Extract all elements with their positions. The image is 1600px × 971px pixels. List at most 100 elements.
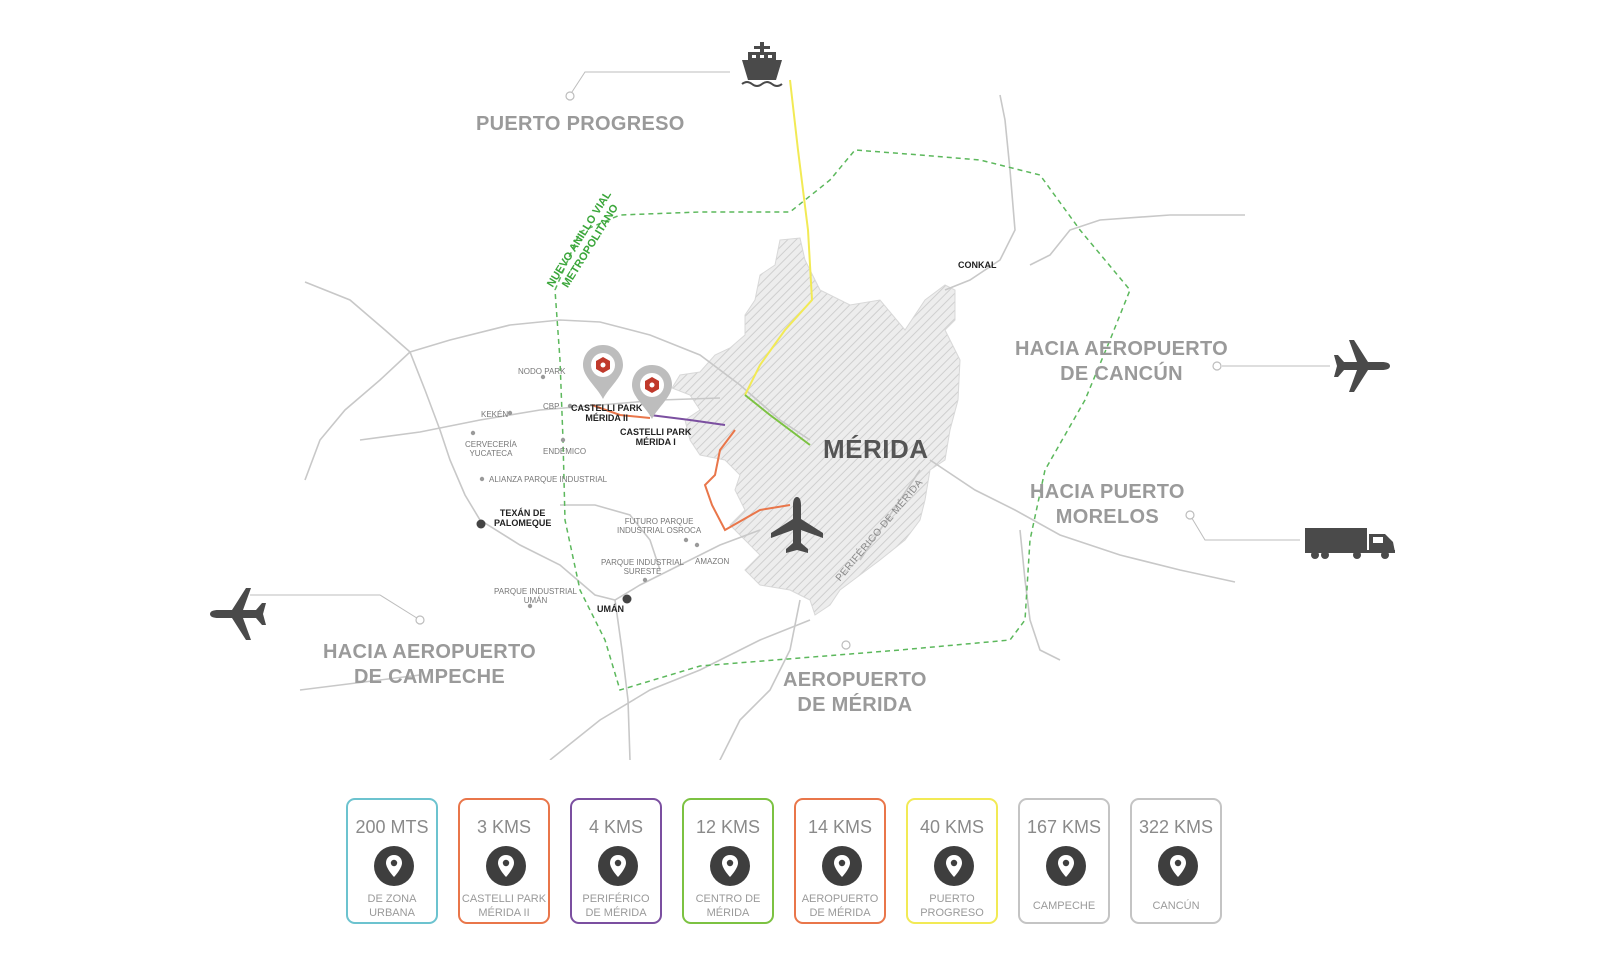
place-cbp: CBP bbox=[543, 402, 560, 411]
card-line2: DE MÉRIDA bbox=[809, 907, 871, 919]
card-distance: 322 KMS bbox=[1138, 817, 1214, 837]
card-description: CANCÚN bbox=[1132, 899, 1220, 913]
location-pin-icon bbox=[822, 846, 862, 886]
card-line1: PERIFÉRICO bbox=[582, 893, 650, 905]
location-pin-icon bbox=[486, 846, 526, 886]
label-campeche-line2: DE CAMPECHE bbox=[353, 666, 506, 688]
place-uman: UMÁN bbox=[597, 604, 624, 614]
leader-lines bbox=[250, 71, 1330, 621]
place-texan-palomeque: TEXÁN DE PALOMEQUE bbox=[494, 508, 551, 528]
card-description: CAMPECHE bbox=[1020, 899, 1108, 913]
distance-card-periferico[interactable]: 4 KMS PERIFÉRICO DE MÉRIDA bbox=[570, 798, 662, 924]
routes bbox=[591, 79, 814, 532]
route-progreso bbox=[744, 79, 814, 396]
leader-dots bbox=[415, 91, 1222, 650]
airplane-icon-campeche bbox=[210, 588, 266, 640]
place-parque-sureste: PARQUE INDUSTRIAL SURESTE bbox=[601, 558, 684, 576]
label-puerto-progreso: PUERTO PROGRESO bbox=[476, 113, 685, 135]
card-description: DE ZONA URBANA bbox=[348, 892, 436, 920]
label-hacia-puerto-morelos: HACIA PUERTO MORELOS bbox=[1030, 480, 1185, 530]
castelli-park-1-pin[interactable] bbox=[632, 365, 672, 419]
label-hacia-aeropuerto-campeche: HACIA AEROPUERTO DE CAMPECHE bbox=[323, 640, 536, 690]
road-network bbox=[299, 94, 1245, 760]
location-pin-icon bbox=[710, 846, 750, 886]
label-cp2-line1: CASTELLI PARK bbox=[571, 403, 643, 413]
label-cp1-line2: MÉRIDA I bbox=[635, 437, 676, 447]
label-aeropuerto-merida: AEROPUERTO DE MÉRIDA bbox=[783, 668, 927, 718]
card-description: CASTELLI PARK MÉRIDA II bbox=[460, 892, 548, 920]
label-morelos-line1: HACIA PUERTO bbox=[1030, 481, 1185, 503]
card-line2: MÉRIDA II bbox=[478, 907, 530, 919]
place-endemico: ENDÉMICO bbox=[543, 447, 587, 456]
card-distance: 14 KMS bbox=[807, 817, 873, 837]
ship-icon bbox=[741, 42, 783, 87]
card-line1: CENTRO DE bbox=[695, 893, 761, 905]
place-keken: KEKÉN bbox=[481, 410, 509, 419]
card-line1: DE ZONA bbox=[367, 893, 417, 905]
distance-card-castelli-park-2[interactable]: 3 KMS CASTELLI PARK MÉRIDA II bbox=[458, 798, 550, 924]
place-uman-pi-line2: UMÁN bbox=[523, 596, 548, 605]
label-cp2-line2: MÉRIDA II bbox=[585, 413, 628, 423]
airplane-icon-merida bbox=[771, 497, 823, 553]
card-description: PERIFÉRICO DE MÉRIDA bbox=[572, 892, 660, 920]
label-cp1-line1: CASTELLI PARK bbox=[620, 427, 692, 437]
place-dots bbox=[470, 374, 700, 609]
distance-card-progreso[interactable]: 40 KMS PUERTO PROGRESO bbox=[906, 798, 998, 924]
label-castelli-park-2: CASTELLI PARK MÉRIDA II bbox=[571, 403, 642, 423]
place-futuro-line2: INDUSTRIAL OSROCA bbox=[617, 526, 702, 535]
card-distance: 40 KMS bbox=[919, 817, 985, 837]
place-amazon: AMAZON bbox=[695, 557, 730, 566]
label-cancun-line1: HACIA AEROPUERTO bbox=[1015, 338, 1228, 360]
distance-card-zona-urbana[interactable]: 200 MTS DE ZONA URBANA bbox=[346, 798, 438, 924]
location-pin-icon bbox=[934, 846, 974, 886]
label-cancun-line2: DE CANCÚN bbox=[1060, 363, 1183, 385]
label-airport-line1: AEROPUERTO bbox=[783, 669, 927, 691]
card-description: PUERTO PROGRESO bbox=[908, 892, 996, 920]
place-cerveceria: CERVECERÍA YUCATECA bbox=[465, 440, 517, 458]
distance-card-campeche[interactable]: 167 KMS CAMPECHE bbox=[1018, 798, 1110, 924]
card-line1: CASTELLI PARK bbox=[461, 893, 547, 905]
texan-marker bbox=[476, 519, 486, 529]
card-line1: CANCÚN bbox=[1152, 900, 1200, 912]
location-pin-icon bbox=[1158, 846, 1198, 886]
place-sureste-line1: PARQUE INDUSTRIAL bbox=[601, 558, 684, 567]
distance-cards: 200 MTS DE ZONA URBANA 3 KMS CASTELLI PAR… bbox=[346, 798, 1266, 928]
label-castelli-park-1: CASTELLI PARK MÉRIDA I bbox=[620, 427, 691, 447]
place-parque-uman: PARQUE INDUSTRIAL UMÁN bbox=[494, 587, 577, 605]
airplane-icon-cancun bbox=[1334, 340, 1390, 392]
label-hacia-aeropuerto-cancun: HACIA AEROPUERTO DE CANCÚN bbox=[1015, 337, 1228, 387]
place-uman-pi-line1: PARQUE INDUSTRIAL bbox=[494, 587, 577, 596]
label-morelos-line2: MORELOS bbox=[1055, 506, 1159, 528]
card-line1: CAMPECHE bbox=[1032, 900, 1096, 912]
place-nodo-park: NODO PARK bbox=[518, 367, 566, 376]
label-campeche-line1: HACIA AEROPUERTO bbox=[323, 641, 536, 663]
card-distance: 200 MTS bbox=[355, 817, 429, 837]
distance-card-cancun[interactable]: 322 KMS CANCÚN bbox=[1130, 798, 1222, 924]
route-periferico bbox=[649, 414, 726, 426]
location-pin-icon bbox=[598, 846, 638, 886]
place-texan-line1: TEXÁN DE bbox=[499, 508, 546, 518]
place-conkal: CONKAL bbox=[958, 260, 997, 270]
card-line2: URBANA bbox=[369, 907, 415, 919]
card-line1: PUERTO bbox=[929, 893, 975, 905]
uman-marker bbox=[622, 594, 632, 604]
place-texan-line2: PALOMEQUE bbox=[494, 518, 552, 528]
place-futuro-line1: FUTURO PARQUE bbox=[624, 517, 694, 526]
card-distance: 3 KMS bbox=[476, 817, 532, 837]
castelli-park-2-pin[interactable] bbox=[583, 345, 623, 399]
label-airport-line2: DE MÉRIDA bbox=[797, 694, 913, 716]
location-pin-icon bbox=[1046, 846, 1086, 886]
card-line2: DE MÉRIDA bbox=[585, 907, 647, 919]
ring-road bbox=[554, 149, 1131, 691]
card-line2: PROGRESO bbox=[920, 907, 984, 919]
card-distance: 4 KMS bbox=[588, 817, 644, 837]
place-sureste-line2: SURESTE bbox=[623, 567, 662, 576]
truck-icon bbox=[1305, 528, 1395, 559]
route-airport bbox=[703, 429, 791, 532]
city-label-merida: MÉRIDA bbox=[823, 434, 929, 464]
route-centro bbox=[744, 394, 811, 446]
card-line2: MÉRIDA bbox=[706, 907, 750, 919]
